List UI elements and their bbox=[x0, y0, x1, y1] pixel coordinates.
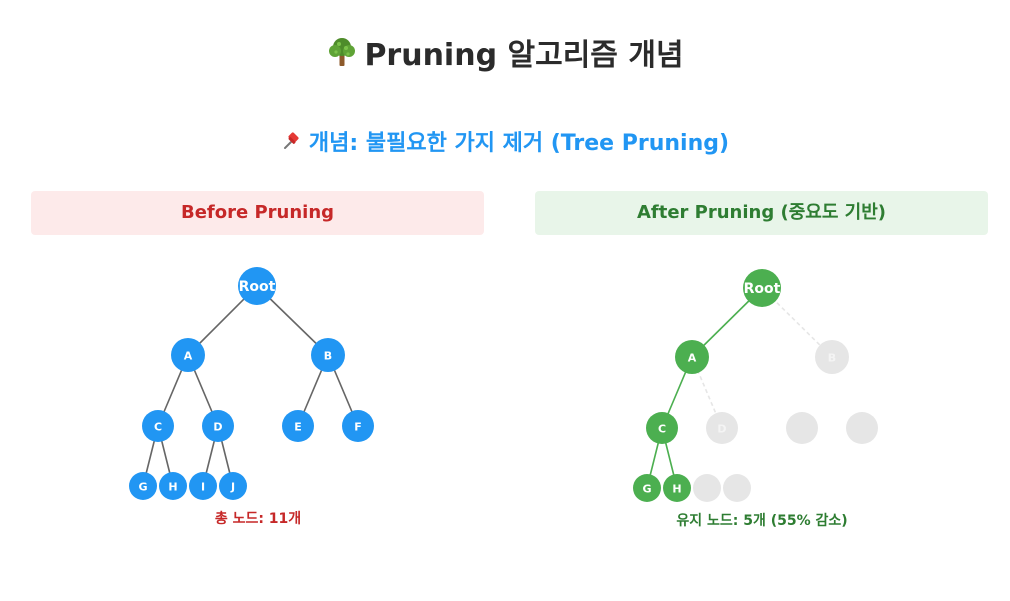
before-node-circle-f bbox=[342, 410, 374, 442]
after-node-g: G bbox=[633, 474, 661, 502]
before-node-f: F bbox=[342, 410, 374, 442]
before-node-b: B bbox=[311, 338, 345, 372]
before-pruning-header: Before Pruning bbox=[31, 191, 484, 235]
before-node-count: 총 노드: 11개 bbox=[214, 511, 302, 527]
before-node-circle-b bbox=[311, 338, 345, 372]
after-node-label-h: H bbox=[672, 483, 681, 496]
after-node-label-b: B bbox=[828, 352, 836, 365]
before-node-d: D bbox=[202, 410, 234, 442]
concept-subtitle: 개념: 불필요한 가지 제거 (Tree Pruning) bbox=[0, 128, 1010, 162]
after-node-circle-d bbox=[706, 412, 738, 444]
after-node-a: A bbox=[675, 340, 709, 374]
before-node-label-a: A bbox=[184, 350, 193, 363]
after-node-f bbox=[846, 412, 878, 444]
after-node-label-d: D bbox=[717, 423, 726, 436]
before-node-g: G bbox=[129, 472, 157, 500]
after-node-circle-e bbox=[786, 412, 818, 444]
after-node-circle-g bbox=[633, 474, 661, 502]
page-title: Pruning 알고리즘 개념 bbox=[0, 36, 1010, 79]
after-node-i bbox=[693, 474, 721, 502]
after-node-label-a: A bbox=[688, 352, 697, 365]
after-node-circle-b bbox=[815, 340, 849, 374]
before-node-a: A bbox=[171, 338, 205, 372]
before-node-circle-i bbox=[189, 472, 217, 500]
after-node-circle-f bbox=[846, 412, 878, 444]
after-node-d: D bbox=[706, 412, 738, 444]
after-pruning-header: After Pruning (중요도 기반) bbox=[535, 191, 988, 235]
after-node-circle-c bbox=[646, 412, 678, 444]
before-node-circle-j bbox=[219, 472, 247, 500]
after-node-label-c: C bbox=[658, 423, 666, 436]
tree-icon bbox=[326, 36, 358, 79]
pushpin-icon bbox=[281, 130, 303, 162]
before-node-e: E bbox=[282, 410, 314, 442]
before-node-h: H bbox=[159, 472, 187, 500]
after-node-circle-i bbox=[693, 474, 721, 502]
after-node-circle-root bbox=[743, 269, 781, 307]
before-node-label-h: H bbox=[168, 481, 177, 494]
after-node-circle-a bbox=[675, 340, 709, 374]
before-node-label-c: C bbox=[154, 421, 162, 434]
before-node-label-i: I bbox=[201, 481, 205, 494]
page-title-text: Pruning 알고리즘 개념 bbox=[364, 38, 684, 73]
after-node-circle-h bbox=[663, 474, 691, 502]
before-node-i: I bbox=[189, 472, 217, 500]
after-node-j bbox=[723, 474, 751, 502]
before-node-label-f: F bbox=[354, 421, 362, 434]
before-node-label-g: G bbox=[138, 481, 147, 494]
before-node-label-root: Root bbox=[239, 279, 276, 295]
before-node-label-e: E bbox=[294, 421, 302, 434]
concept-subtitle-text: 개념: 불필요한 가지 제거 (Tree Pruning) bbox=[308, 131, 730, 156]
after-node-root: Root bbox=[743, 269, 781, 307]
before-node-circle-e bbox=[282, 410, 314, 442]
after-node-h: H bbox=[663, 474, 691, 502]
before-node-circle-h bbox=[159, 472, 187, 500]
before-node-j: J bbox=[219, 472, 247, 500]
before-node-circle-a bbox=[171, 338, 205, 372]
after-node-label-root: Root bbox=[744, 281, 781, 297]
before-node-label-b: B bbox=[324, 350, 332, 363]
before-node-circle-c bbox=[142, 410, 174, 442]
before-node-c: C bbox=[142, 410, 174, 442]
after-node-e bbox=[786, 412, 818, 444]
after-node-count: 유지 노드: 5개 (55% 감소) bbox=[676, 513, 848, 529]
before-node-label-d: D bbox=[213, 421, 222, 434]
before-node-circle-root bbox=[238, 267, 276, 305]
after-node-b: B bbox=[815, 340, 849, 374]
after-node-label-g: G bbox=[642, 483, 651, 496]
before-node-circle-g bbox=[129, 472, 157, 500]
before-node-label-j: J bbox=[230, 481, 235, 494]
after-node-c: C bbox=[646, 412, 678, 444]
before-node-circle-d bbox=[202, 410, 234, 442]
after-node-circle-j bbox=[723, 474, 751, 502]
before-node-root: Root bbox=[238, 267, 276, 305]
